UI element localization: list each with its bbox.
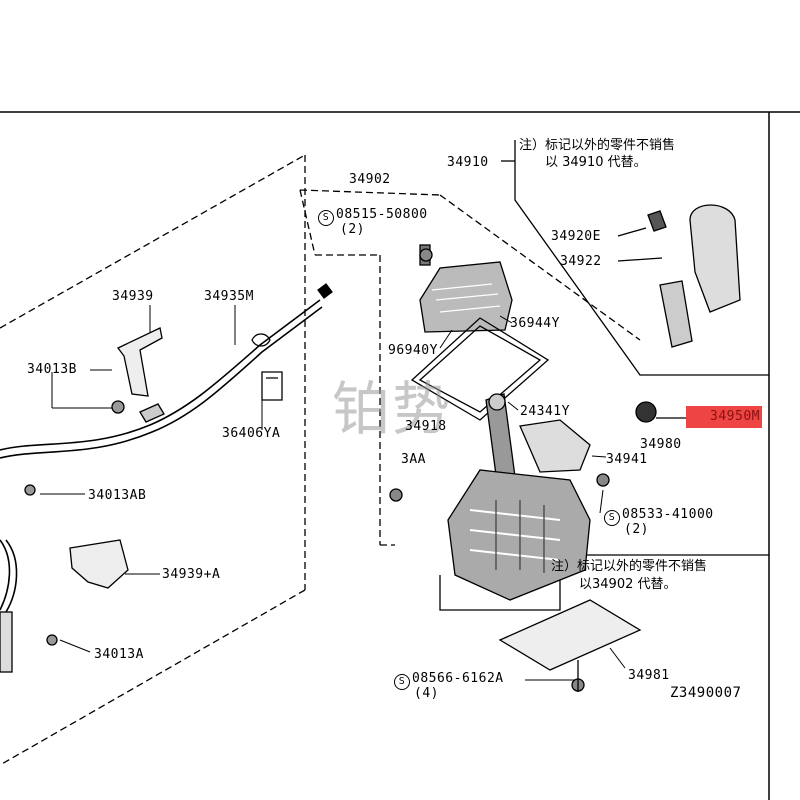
diagram-code: Z3490007 bbox=[670, 685, 742, 701]
part-label-34013A[interactable]: 34013A bbox=[94, 647, 144, 662]
part-label-34939A[interactable]: 34939+A bbox=[162, 567, 221, 582]
gasket-plate bbox=[410, 317, 550, 421]
part-qty-08566: (4) bbox=[414, 686, 439, 701]
cover-bracket bbox=[519, 401, 686, 473]
part-label-96940Y[interactable]: 96940Y bbox=[388, 343, 438, 358]
part-label-34950M[interactable]: 34950M bbox=[710, 409, 760, 424]
assembly-box-outline bbox=[299, 189, 641, 546]
part-label-34910[interactable]: 34910 bbox=[447, 155, 489, 170]
shift-cable bbox=[0, 283, 333, 673]
cable-panel-outline bbox=[0, 154, 306, 766]
part-label-24341Y[interactable]: 24341Y bbox=[520, 404, 570, 419]
part-number: 08566-6162A bbox=[412, 671, 504, 686]
part-number: 08533-41000 bbox=[622, 507, 714, 522]
screw-symbol-icon: S bbox=[394, 674, 410, 690]
part-label-34981[interactable]: 34981 bbox=[628, 668, 670, 683]
part-label-34941[interactable]: 34941 bbox=[606, 452, 648, 467]
indicator-housing bbox=[419, 244, 513, 333]
part-label-34013B[interactable]: 34013B bbox=[27, 362, 77, 377]
bottom-plate bbox=[498, 599, 642, 692]
screw-symbol-icon: S bbox=[318, 210, 334, 226]
part-label-34922[interactable]: 34922 bbox=[560, 254, 602, 269]
note-2-line-2: 以34902 代替。 bbox=[579, 577, 677, 592]
part-label-34902[interactable]: 34902 bbox=[349, 172, 391, 187]
part-qty-08515: (2) bbox=[340, 222, 365, 237]
part-number: 08515-50800 bbox=[336, 207, 428, 222]
part-label-34013AB[interactable]: 34013AB bbox=[88, 488, 147, 503]
part-label-36944Y[interactable]: 36944Y bbox=[510, 316, 560, 331]
shift-knob-parts bbox=[617, 204, 741, 348]
watermark: 铂势 bbox=[332, 375, 453, 443]
part-label-34939[interactable]: 34939 bbox=[112, 289, 154, 304]
cable-bracket-lower bbox=[24, 484, 129, 646]
note-1-line-1: 注）标记以外的零件不销售 bbox=[519, 138, 676, 153]
part-label-34918[interactable]: 34918 bbox=[405, 419, 447, 434]
leader-lines bbox=[40, 305, 626, 681]
cable-bracket-upper bbox=[111, 327, 163, 414]
part-label-34980[interactable]: 34980 bbox=[640, 437, 682, 452]
part-label-34013AA[interactable]: 3AA bbox=[401, 452, 426, 467]
part-label-36406YA[interactable]: 36406YA bbox=[222, 426, 281, 441]
note-1-line-2: 以 34910 代替。 bbox=[545, 155, 647, 170]
shifter-base bbox=[447, 469, 591, 601]
cable-clip bbox=[261, 371, 283, 401]
part-label-34920E[interactable]: 34920E bbox=[551, 229, 601, 244]
part-qty-08533: (2) bbox=[624, 522, 649, 537]
shift-lever bbox=[485, 393, 517, 491]
screw-symbol-icon: S bbox=[604, 510, 620, 526]
part-label-34935M[interactable]: 34935M bbox=[204, 289, 254, 304]
note-2-line-1: 注）标记以外的零件不销售 bbox=[551, 559, 708, 574]
highlight-box bbox=[686, 406, 762, 428]
